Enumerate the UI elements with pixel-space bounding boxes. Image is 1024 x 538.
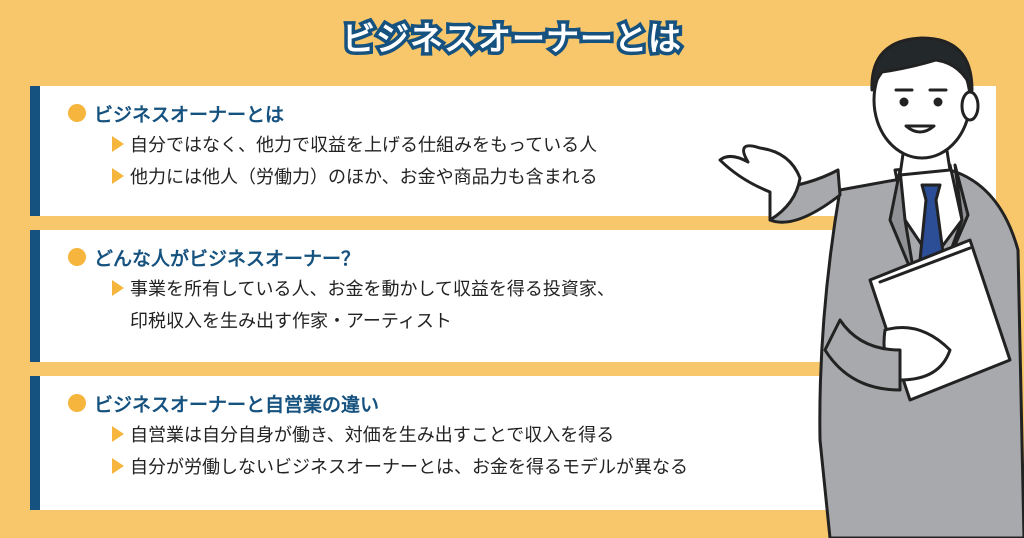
list-item-continuation: 印税収入を生み出す作家・アーティスト bbox=[68, 304, 996, 336]
list-item-text: 自分が労働しないビジネスオーナーとは、お金を得るモデルが異なる bbox=[130, 457, 688, 478]
circle-bullet-icon bbox=[68, 248, 86, 266]
list-item: 自分が労働しないビジネスオーナーとは、お金を得るモデルが異なる bbox=[68, 450, 996, 482]
triangle-bullet-icon bbox=[112, 136, 124, 152]
triangle-bullet-icon bbox=[112, 168, 124, 184]
businessman-illustration bbox=[718, 36, 1024, 538]
list-item-text: 他力には他人（労働力）のほか、お金や商品力も含まれる bbox=[130, 167, 598, 188]
section-heading-text: ビジネスオーナーと自営業の違い bbox=[94, 393, 380, 416]
section-heading: どんな人がビジネスオーナー？ bbox=[68, 242, 996, 272]
list-item-text: 印税収入を生み出す作家・アーティスト bbox=[130, 311, 452, 332]
circle-bullet-icon bbox=[68, 394, 86, 412]
list-item-text: 自営業は自分自身が働き、対価を生み出すことで収入を得る bbox=[130, 425, 615, 446]
triangle-bullet-icon bbox=[112, 280, 124, 296]
list-item: 他力には他人（労働力）のほか、お金や商品力も含まれる bbox=[68, 160, 996, 192]
section-heading: ビジネスオーナーと自営業の違い bbox=[68, 388, 996, 418]
page-title: ビジネスオーナーとは bbox=[339, 16, 685, 62]
section-heading-text: ビジネスオーナーとは bbox=[94, 103, 285, 126]
circle-bullet-icon bbox=[68, 104, 86, 122]
list-item-text: 自分ではなく、他力で収益を上げる仕組みをもっている人 bbox=[130, 135, 598, 156]
list-item-text: 事業を所有している人、お金を動かして収益を得る投資家、 bbox=[130, 279, 615, 300]
list-item: 自営業は自分自身が働き、対価を生み出すことで収入を得る bbox=[68, 418, 996, 450]
list-item: 事業を所有している人、お金を動かして収益を得る投資家、 bbox=[68, 272, 996, 304]
list-item: 自分ではなく、他力で収益を上げる仕組みをもっている人 bbox=[68, 128, 996, 160]
section-heading: ビジネスオーナーとは bbox=[68, 98, 996, 128]
section-heading-text: どんな人がビジネスオーナー？ bbox=[94, 247, 361, 270]
triangle-bullet-icon bbox=[112, 458, 124, 474]
triangle-bullet-icon bbox=[112, 426, 124, 442]
